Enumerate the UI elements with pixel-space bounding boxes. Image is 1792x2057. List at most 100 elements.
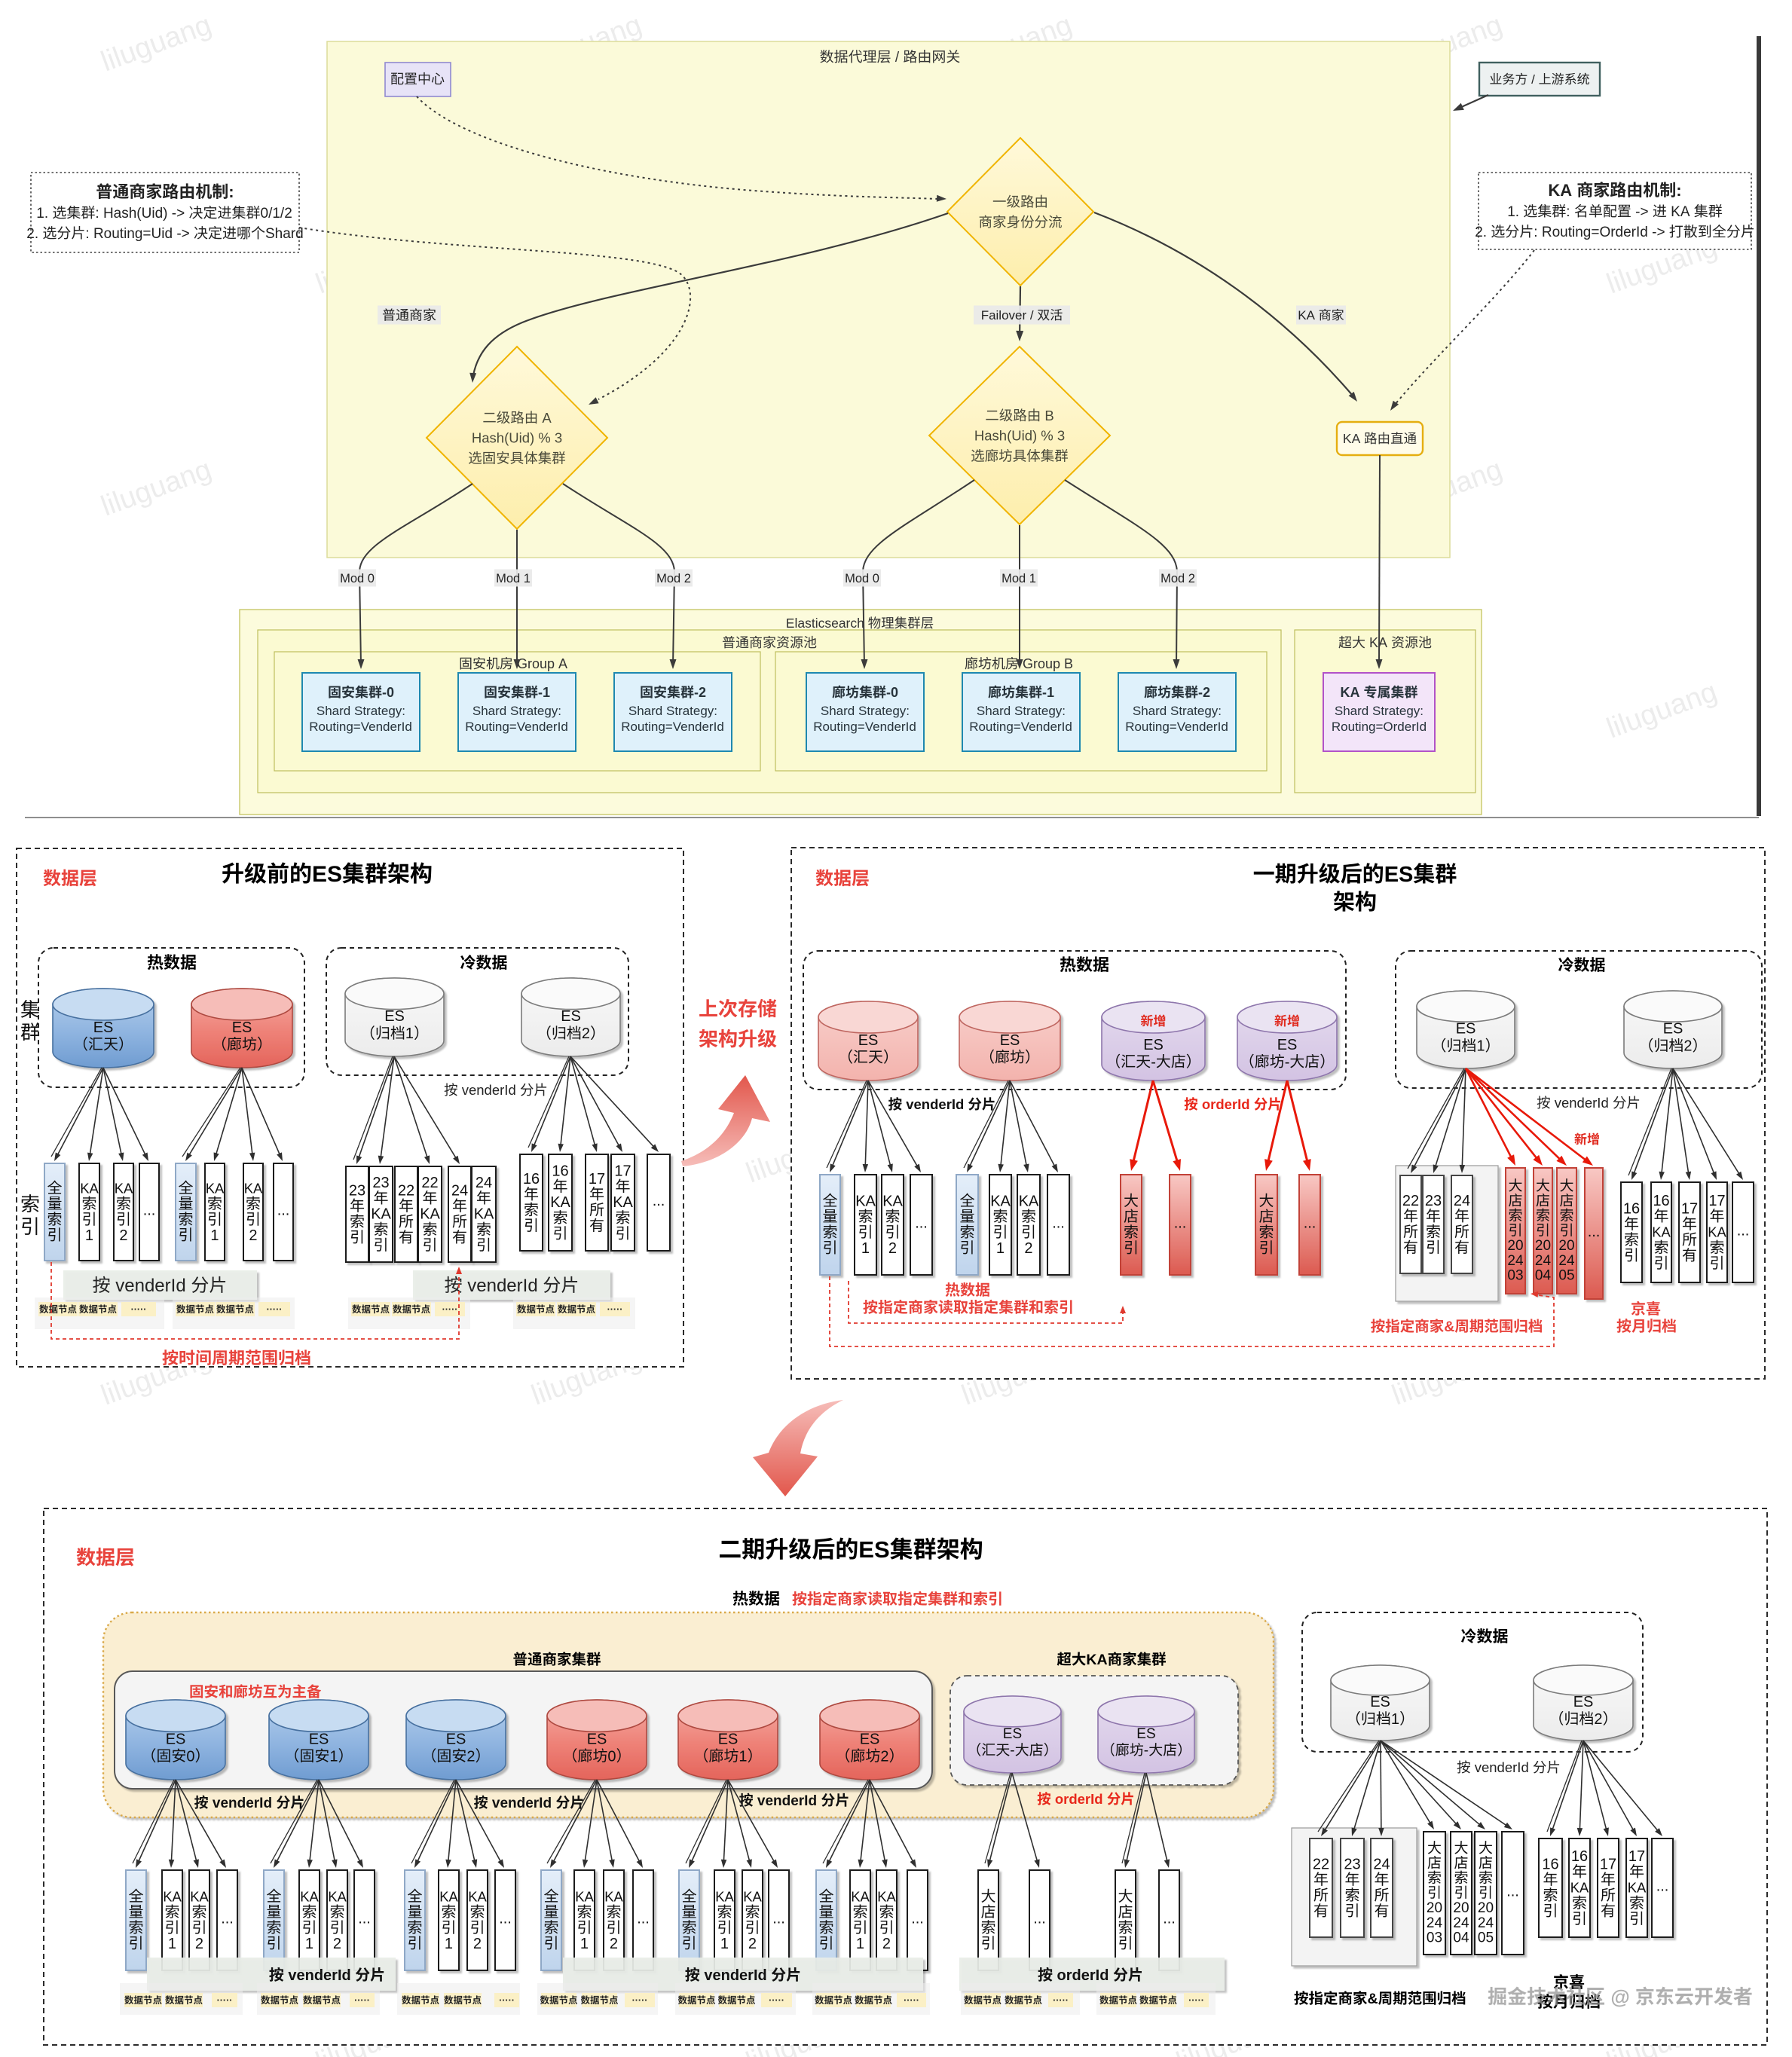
svg-text:Mod 2: Mod 2 xyxy=(656,572,691,585)
svg-text:KA: KA xyxy=(613,1194,633,1211)
svg-text:KA: KA xyxy=(851,1889,870,1905)
svg-text:17: 17 xyxy=(1681,1201,1698,1218)
svg-text:Mod 0: Mod 0 xyxy=(340,572,375,585)
svg-text:24: 24 xyxy=(1478,1915,1494,1931)
svg-text:2: 2 xyxy=(1683,1038,1692,1055)
svg-text:...: ... xyxy=(1506,1884,1519,1900)
svg-text:KA: KA xyxy=(877,1889,896,1905)
svg-text:KA: KA xyxy=(439,1889,458,1905)
svg-text:&: & xyxy=(1444,1319,1454,1335)
svg-text:24: 24 xyxy=(1427,1915,1443,1931)
svg-text:1.: 1. xyxy=(36,206,52,222)
svg-text:ES: ES xyxy=(446,1731,466,1747)
svg-text:KA: KA xyxy=(1667,204,1694,220)
svg-text:20: 20 xyxy=(1453,1900,1469,1916)
svg-text:B: B xyxy=(1041,408,1053,423)
svg-text:...: ... xyxy=(637,1911,650,1927)
svg-text:KA: KA xyxy=(1708,1224,1726,1240)
svg-text:ES: ES xyxy=(860,1731,880,1747)
svg-text:ES: ES xyxy=(1000,1032,1020,1049)
svg-text:...: ... xyxy=(915,1215,928,1232)
svg-text:-0: -0 xyxy=(382,685,394,700)
svg-text:ES: ES xyxy=(561,1008,581,1025)
svg-text:KA: KA xyxy=(990,1194,1011,1210)
svg-text:: Hash(Uid) ->: : Hash(Uid) -> xyxy=(95,206,188,222)
svg-text:16: 16 xyxy=(1623,1201,1640,1218)
svg-text:...: ... xyxy=(1737,1223,1750,1239)
svg-text:Shard Strategy:: Shard Strategy: xyxy=(472,704,561,718)
svg-text:ES: ES xyxy=(384,1008,405,1025)
svg-text:venderId: venderId xyxy=(1551,1095,1613,1111)
svg-text:-2: -2 xyxy=(1198,685,1210,700)
svg-text:23: 23 xyxy=(349,1183,365,1200)
svg-text:-2: -2 xyxy=(694,685,706,700)
svg-text:24: 24 xyxy=(451,1183,468,1200)
svg-text:venderId: venderId xyxy=(902,1096,968,1112)
svg-text:2: 2 xyxy=(882,1936,891,1952)
svg-text:16: 16 xyxy=(1542,1857,1558,1873)
svg-text:-1: -1 xyxy=(1042,685,1054,700)
svg-text:venderId: venderId xyxy=(284,1967,355,1984)
svg-text:Elasticsearch: Elasticsearch xyxy=(786,616,868,631)
svg-text:ES: ES xyxy=(858,1536,889,1563)
svg-text:2.: 2. xyxy=(26,226,42,242)
svg-text:KA: KA xyxy=(1341,685,1364,700)
svg-text:orderId: orderId xyxy=(1053,1967,1113,1984)
svg-text:...: ... xyxy=(358,1911,371,1927)
svg-text:2: 2 xyxy=(249,1227,257,1244)
svg-text:...: ... xyxy=(911,1911,924,1927)
svg-text:Shard Strategy:: Shard Strategy: xyxy=(317,704,405,718)
svg-text:0/1/2: 0/1/2 xyxy=(261,206,292,222)
svg-text:ES: ES xyxy=(1143,1037,1164,1053)
svg-text:20: 20 xyxy=(1507,1238,1523,1254)
svg-text:24: 24 xyxy=(476,1175,492,1191)
svg-text:...: ... xyxy=(1656,1878,1669,1895)
svg-text:2: 2 xyxy=(748,1936,757,1952)
svg-text:Shard: Shard xyxy=(265,226,304,242)
svg-text:Mod 2: Mod 2 xyxy=(1161,572,1195,585)
svg-text:...: ... xyxy=(277,1203,290,1219)
svg-text:Hash(Uid) % 3: Hash(Uid) % 3 xyxy=(472,430,562,446)
svg-text:2: 2 xyxy=(195,1936,203,1952)
svg-text:2: 2 xyxy=(466,1748,475,1765)
svg-text:Routing=VenderId: Routing=VenderId xyxy=(465,720,568,734)
svg-text:ES: ES xyxy=(309,1731,329,1747)
svg-text:22: 22 xyxy=(1313,1857,1329,1873)
svg-text:orderId: orderId xyxy=(1198,1096,1254,1112)
svg-text:...: ... xyxy=(1304,1215,1316,1232)
svg-text:·····: ····· xyxy=(1053,1995,1069,2006)
svg-text:KA: KA xyxy=(300,1889,319,1905)
svg-text:1: 1 xyxy=(445,1936,453,1952)
svg-text:03: 03 xyxy=(1507,1268,1523,1284)
svg-text:24: 24 xyxy=(1454,1193,1470,1209)
svg-text:Mod 1: Mod 1 xyxy=(496,572,531,585)
svg-text:24: 24 xyxy=(1453,1915,1469,1931)
svg-text:ES: ES xyxy=(166,1731,186,1747)
svg-text:liluguang: liluguang xyxy=(97,454,216,523)
svg-text:23: 23 xyxy=(1344,1857,1360,1873)
svg-text:KA: KA xyxy=(80,1181,99,1197)
svg-text:05: 05 xyxy=(1558,1268,1574,1284)
svg-text:KA: KA xyxy=(206,1181,225,1197)
svg-text:1: 1 xyxy=(1391,1711,1399,1728)
svg-text:17: 17 xyxy=(1600,1857,1616,1873)
svg-text:KA: KA xyxy=(743,1889,762,1905)
svg-text:...: ... xyxy=(653,1193,665,1209)
svg-text:KA: KA xyxy=(420,1206,440,1223)
svg-text:1: 1 xyxy=(85,1227,93,1244)
svg-text:-1: -1 xyxy=(538,685,550,700)
svg-text:liluguang: liluguang xyxy=(1603,676,1721,745)
svg-text:16: 16 xyxy=(552,1163,568,1180)
svg-text:/: / xyxy=(1527,72,1538,87)
svg-text:venderId: venderId xyxy=(111,1276,191,1296)
svg-text:ES: ES xyxy=(858,1032,879,1049)
svg-text:Routing=VenderId: Routing=VenderId xyxy=(1125,720,1228,734)
svg-text:·····: ····· xyxy=(1188,1995,1204,2006)
svg-text::: : xyxy=(1676,181,1681,200)
svg-text:·····: ····· xyxy=(904,1995,919,2006)
svg-text:2: 2 xyxy=(1024,1240,1032,1257)
svg-text:03: 03 xyxy=(1427,1930,1442,1946)
svg-text:·····: ····· xyxy=(354,1995,370,2006)
svg-text:22: 22 xyxy=(1402,1193,1419,1209)
svg-text:17: 17 xyxy=(589,1171,605,1187)
